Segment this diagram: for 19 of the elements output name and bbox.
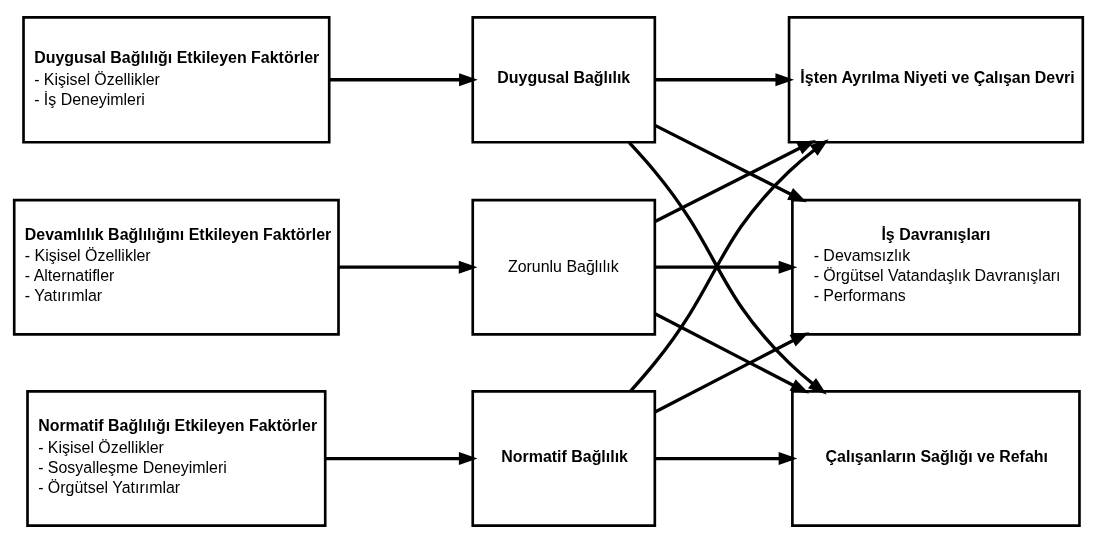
node-box: Normatif Bağlılığı Etkileyen Faktörler - Kişisel Özellikler - Sosyalleşme Deneyimleri - Örgütsel Yatırımlar bbox=[26, 390, 327, 527]
arrow bbox=[655, 260, 798, 274]
arrow bbox=[329, 73, 478, 87]
arrow bbox=[654, 312, 810, 394]
arrow bbox=[654, 332, 810, 414]
arrow bbox=[654, 140, 816, 224]
node-box: Duygusal Bağlılığı Etkileyen Faktörler - Kişisel Özellikler - İş Deneyimleri bbox=[22, 16, 331, 144]
node-box: Normatif Bağlılık bbox=[471, 390, 657, 527]
node-box: Duygusal Bağlılık bbox=[471, 16, 657, 144]
arrow bbox=[655, 452, 798, 466]
arrow bbox=[325, 452, 478, 466]
node-box: Çalışanların Sağlığı ve Refahı bbox=[791, 390, 1081, 527]
arrow bbox=[655, 73, 795, 87]
node-box: İş Davranışları - Devamsızlık - Örgütsel Vatandaşlık Davranışları - Performans bbox=[791, 198, 1081, 336]
node-box: Zorunlu Bağlılık bbox=[471, 198, 657, 336]
node-box: Devamlılık Bağlılığını Etkileyen Faktörler - Kişisel Özellikler - Alternatifler - Yatırımlar bbox=[12, 198, 340, 336]
arrow bbox=[338, 260, 478, 274]
node-box: İşten Ayrılma Niyeti ve Çalışan Devri bbox=[787, 16, 1085, 144]
arrow bbox=[654, 123, 807, 203]
